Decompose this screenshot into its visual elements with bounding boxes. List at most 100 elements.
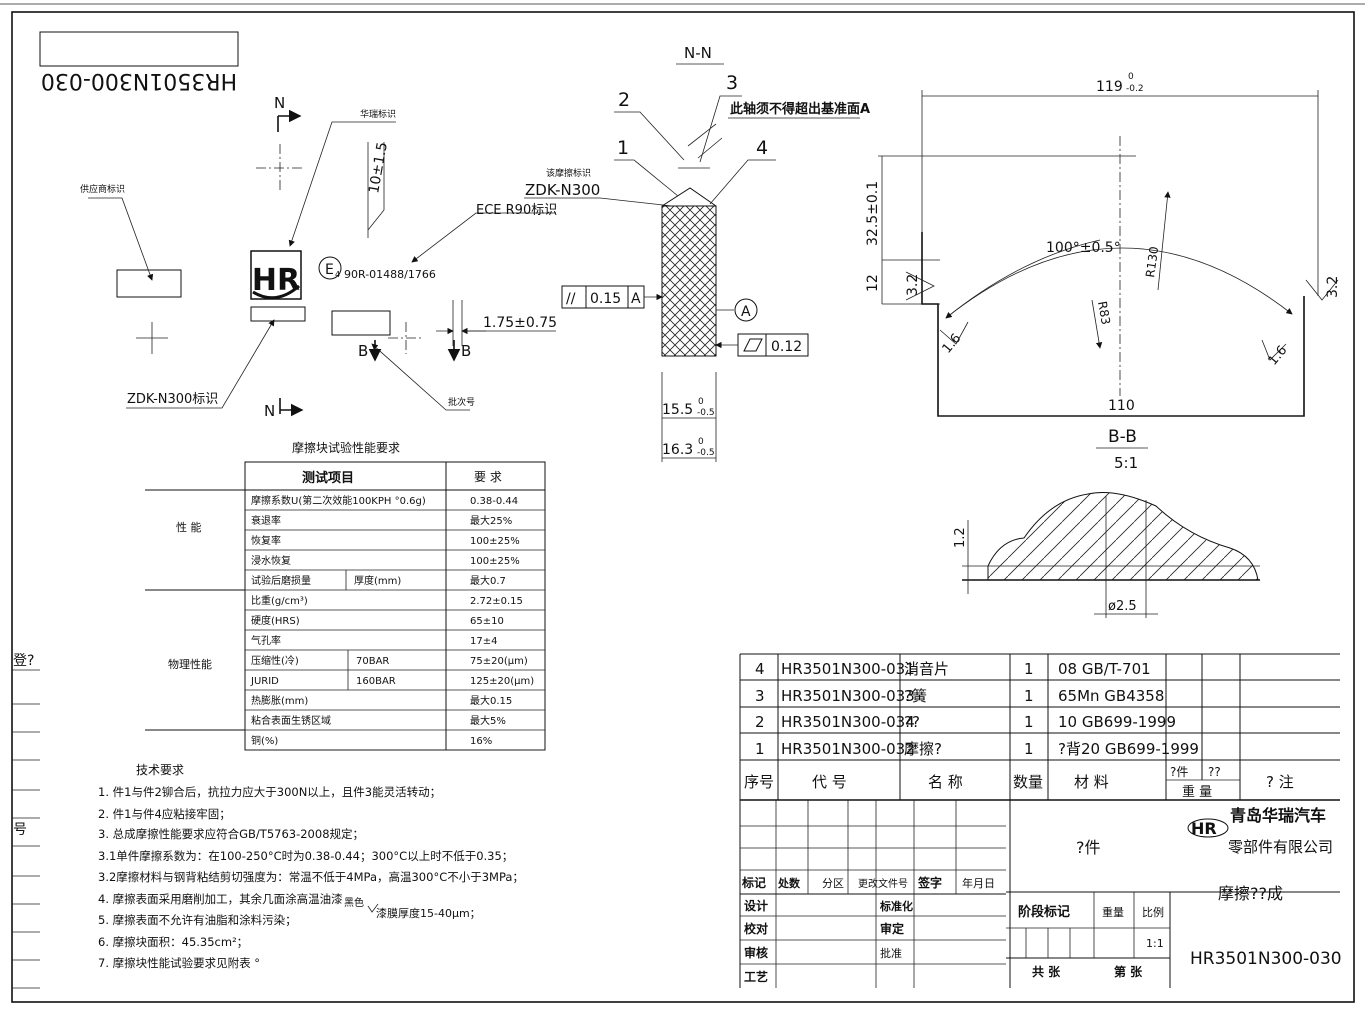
perf-row-req: 最大5% — [470, 714, 506, 727]
bom-cell-code: HR3501N300-031 — [781, 660, 915, 678]
svg-text:A: A — [631, 291, 641, 307]
perf-row-sub: 厚度(mm) — [354, 574, 401, 587]
perf-row-req: 125±20(μm) — [470, 676, 534, 687]
bom-head-weight: 重 量 — [1182, 784, 1212, 800]
dim-155: 15.5 — [662, 402, 693, 418]
callout-3: 3 — [726, 72, 738, 94]
tb-check: 校对 — [744, 921, 768, 936]
bom-cell-mat: 65Mn GB4358 — [1058, 687, 1164, 705]
label-ece: ECE R90标识 — [476, 203, 557, 218]
perf-row-item: 粘合表面生锈区域 — [251, 714, 331, 727]
dim-angle: 100°±0.5° — [1046, 240, 1121, 256]
section-bb: 119 0 -0.2 32.5±0.1 12 110 100°±0.5° R13… — [865, 72, 1341, 472]
bom-cell-mat: 08 GB/T-701 — [1058, 660, 1151, 678]
svg-text:-0.5: -0.5 — [697, 408, 715, 418]
bom-cell-no: 4 — [755, 660, 765, 678]
tb-company-line1: 青岛华瑞汽车 — [1230, 806, 1326, 825]
dim-119: 119 — [1096, 79, 1123, 95]
label-supplier-mark: 供应商标识 — [80, 183, 125, 195]
bom-cell-mat: 10 GB699-1999 — [1058, 713, 1176, 731]
margin-label-2: 号 — [13, 822, 27, 838]
tech-req-item: 3.2摩擦材料与钢背粘结剪切强度为：常温不低于4MPa，高温300°C不小于3M… — [98, 870, 524, 884]
dim-r130: R130 — [1143, 246, 1161, 279]
perf-row-sub: 160BAR — [356, 676, 396, 687]
bom-cell-code: HR3501N300-034 — [781, 713, 915, 731]
perf-row-req: 0.38-0.44 — [470, 496, 518, 507]
tb-sign: 签字 — [917, 875, 942, 890]
tech-req-item: 4. 摩擦表面采用磨削加工，其余几面涂高温油漆 — [98, 892, 343, 906]
bom-head-total: ?? — [1208, 765, 1221, 779]
section-bb-scale: 5:1 — [1114, 454, 1138, 472]
sheet-frame — [11, 11, 1355, 1003]
svg-text:0.12: 0.12 — [771, 339, 802, 355]
front-views: N N 供应商标识 HR 华瑞标识 ZDK-N300标识 10±1.5 — [80, 94, 557, 420]
bom-cell-qty: 1 — [1024, 687, 1034, 705]
bom-cell-no: 3 — [755, 687, 765, 705]
perf-group-perf: 性 能 — [176, 520, 202, 534]
svg-text:HR: HR — [252, 263, 300, 298]
perf-row-item: JURID — [250, 676, 279, 687]
svg-text:E: E — [325, 262, 334, 278]
label-zdk-mark: ZDK-N300标识 — [127, 392, 218, 407]
dim-12: 12 — [865, 274, 881, 292]
tech-req-item: 1. 件1与件2铆合后，抗拉力应大于300N以上，且件3能灵活转动； — [98, 785, 441, 799]
section-nn: N-N 1 2 3 4 此轴须不得超出基准面A 该摩擦标识 ZDK-N300 /… — [524, 44, 870, 462]
tech-req-item: 7. 摩擦块性能试验要求见附表 ° — [98, 956, 260, 970]
roughness-16-right: 1.6 — [1266, 343, 1291, 368]
svg-text:-0.5: -0.5 — [697, 448, 715, 458]
tb-review: 审定 — [880, 921, 904, 936]
left-margin: 登? 号 — [12, 653, 40, 989]
bom-cell-qty: 1 — [1024, 740, 1034, 758]
tech-req-item: 5. 摩擦表面不允许有油脂和涂料污染； — [98, 913, 297, 927]
perf-row-item: 硬度(HRS) — [251, 614, 300, 627]
tb-sheet-no: 第 张 — [1114, 964, 1143, 979]
dim-175: 1.75±0.75 — [483, 315, 557, 331]
section-mark-b-left: B — [358, 342, 368, 360]
tb-count: 处数 — [777, 876, 801, 890]
hr-logo: HR — [250, 250, 302, 300]
bom-head-no: 序号 — [744, 773, 774, 791]
section-mark-n-top: N — [274, 94, 285, 112]
perf-row-req: 100±25% — [470, 536, 520, 547]
perf-table: 测试项目 要 求 性 能 物理性能 摩擦系数U(第二次效能100KPH °0.6… — [145, 461, 546, 751]
dim-163: 16.3 — [662, 442, 693, 458]
title-block: 标记 处数 分区 更改文件号 签字 年月日 设计 标准化 校对 审定 审核 批准… — [739, 800, 1342, 988]
bom-cell-no: 1 — [755, 740, 765, 758]
tb-standard: 标准化 — [879, 899, 913, 913]
paint-thickness: 漆膜厚度15-40μm； — [376, 906, 481, 920]
bom-cell-name: 摩擦? — [904, 740, 942, 758]
callout-4: 4 — [756, 137, 768, 159]
perf-row-item: 衰退率 — [251, 514, 281, 527]
svg-text:0.15: 0.15 — [590, 291, 621, 307]
svg-text:0: 0 — [1128, 72, 1134, 82]
tb-doc: 更改文件号 — [858, 877, 908, 890]
bom-cell-name: ?簧 — [904, 687, 927, 705]
bom-cell-name: ?? — [904, 713, 920, 731]
perf-head-item: 测试项目 — [302, 470, 354, 486]
perf-group-phys: 物理性能 — [168, 657, 212, 671]
perf-row-item: 比重(g/cm³) — [251, 594, 308, 607]
perf-row-req: 75±20(μm) — [470, 656, 528, 667]
dim-r83: R83 — [1095, 300, 1113, 326]
svg-text:-0.2: -0.2 — [1126, 84, 1144, 94]
tech-req-item: 3. 总成摩擦性能要求应符合GB/T5763-2008规定； — [98, 827, 364, 841]
bom-cell-qty: 1 — [1024, 713, 1034, 731]
perf-row-req: 2.72±0.15 — [470, 596, 523, 607]
margin-label-1: 登? — [13, 653, 34, 669]
svg-text:0: 0 — [698, 397, 704, 407]
tb-zone: 分区 — [822, 877, 844, 890]
bom-cell-qty: 1 — [1024, 660, 1034, 678]
note-axis-datum: 此轴须不得超出基准面A — [730, 101, 870, 117]
svg-text:4: 4 — [335, 270, 340, 279]
tb-ratio-val: 1:1 — [1146, 937, 1164, 950]
mirrored-number-box: HR3501N300-030 — [39, 31, 239, 93]
tb-stage-mark: 阶段标记 — [1018, 904, 1070, 920]
perf-row-req: 65±10 — [470, 616, 504, 627]
bom-cell-name: 消音片 — [904, 660, 949, 678]
supplier-mark-box — [116, 269, 182, 298]
perf-table-title: 摩擦块试验性能要求 — [292, 440, 400, 455]
label-brand-mark: 华瑞标识 — [360, 108, 396, 120]
callout-1: 1 — [617, 137, 629, 159]
